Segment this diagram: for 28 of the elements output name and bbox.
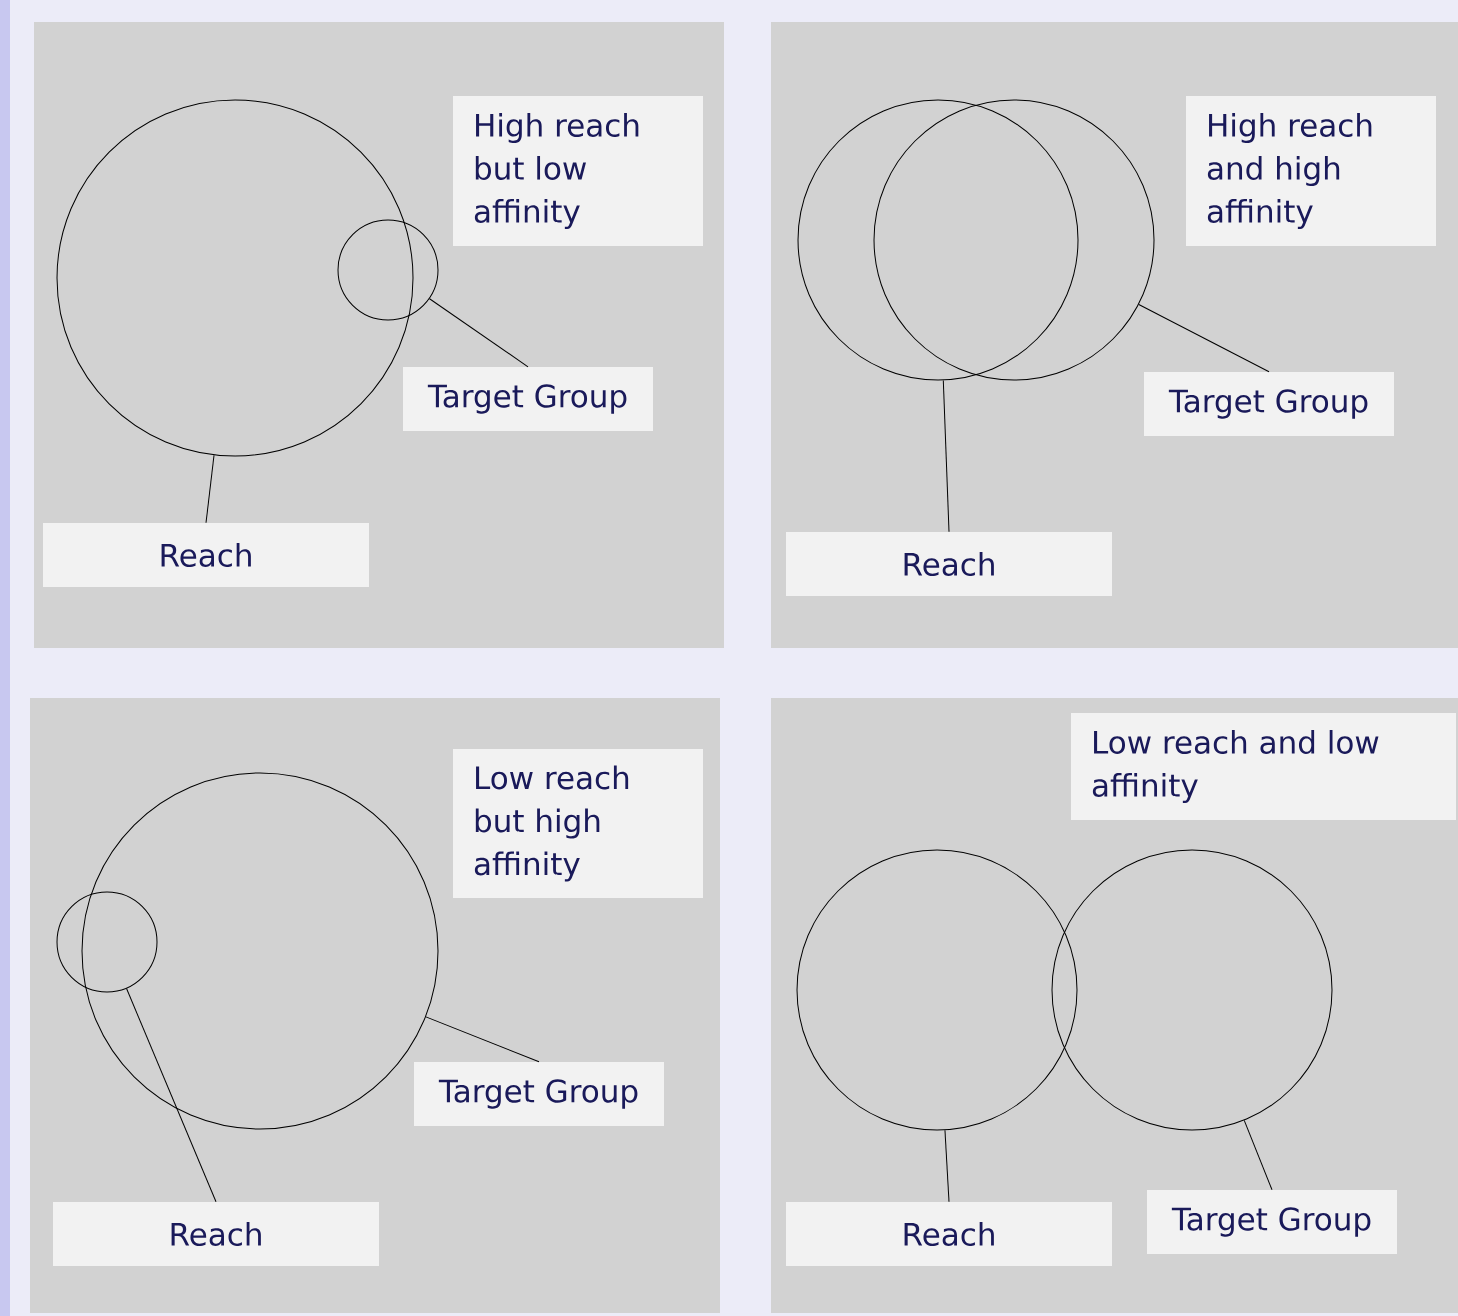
label-box: Target Group	[1144, 372, 1394, 436]
text-box: High reach and high affinity	[1186, 96, 1436, 246]
label-box: Reach	[786, 532, 1112, 596]
circle	[797, 99, 1079, 381]
leader-line	[944, 1129, 950, 1203]
circle	[337, 219, 439, 321]
label-box: Reach	[43, 523, 369, 587]
leader-line	[942, 379, 950, 533]
text-box: Low reach but high affinity	[453, 749, 703, 898]
leader-line	[1138, 304, 1270, 373]
leader-line	[126, 988, 217, 1203]
circle	[873, 99, 1155, 381]
leader-line	[429, 298, 529, 368]
circle	[56, 891, 158, 993]
label-box: Target Group	[403, 367, 653, 431]
leader-line	[425, 1016, 540, 1063]
text-box: High reach but low affinity	[453, 96, 703, 246]
leader-line	[1243, 1119, 1273, 1191]
circle	[81, 772, 439, 1130]
leader-line	[205, 454, 215, 524]
circle	[56, 99, 414, 457]
label-box: Reach	[53, 1202, 379, 1266]
text-box: Low reach and low affinity	[1071, 713, 1456, 820]
circle	[796, 849, 1078, 1131]
label-box: Target Group	[414, 1062, 664, 1126]
circle	[1051, 849, 1333, 1131]
label-box: Target Group	[1147, 1190, 1397, 1254]
label-box: Reach	[786, 1202, 1112, 1266]
